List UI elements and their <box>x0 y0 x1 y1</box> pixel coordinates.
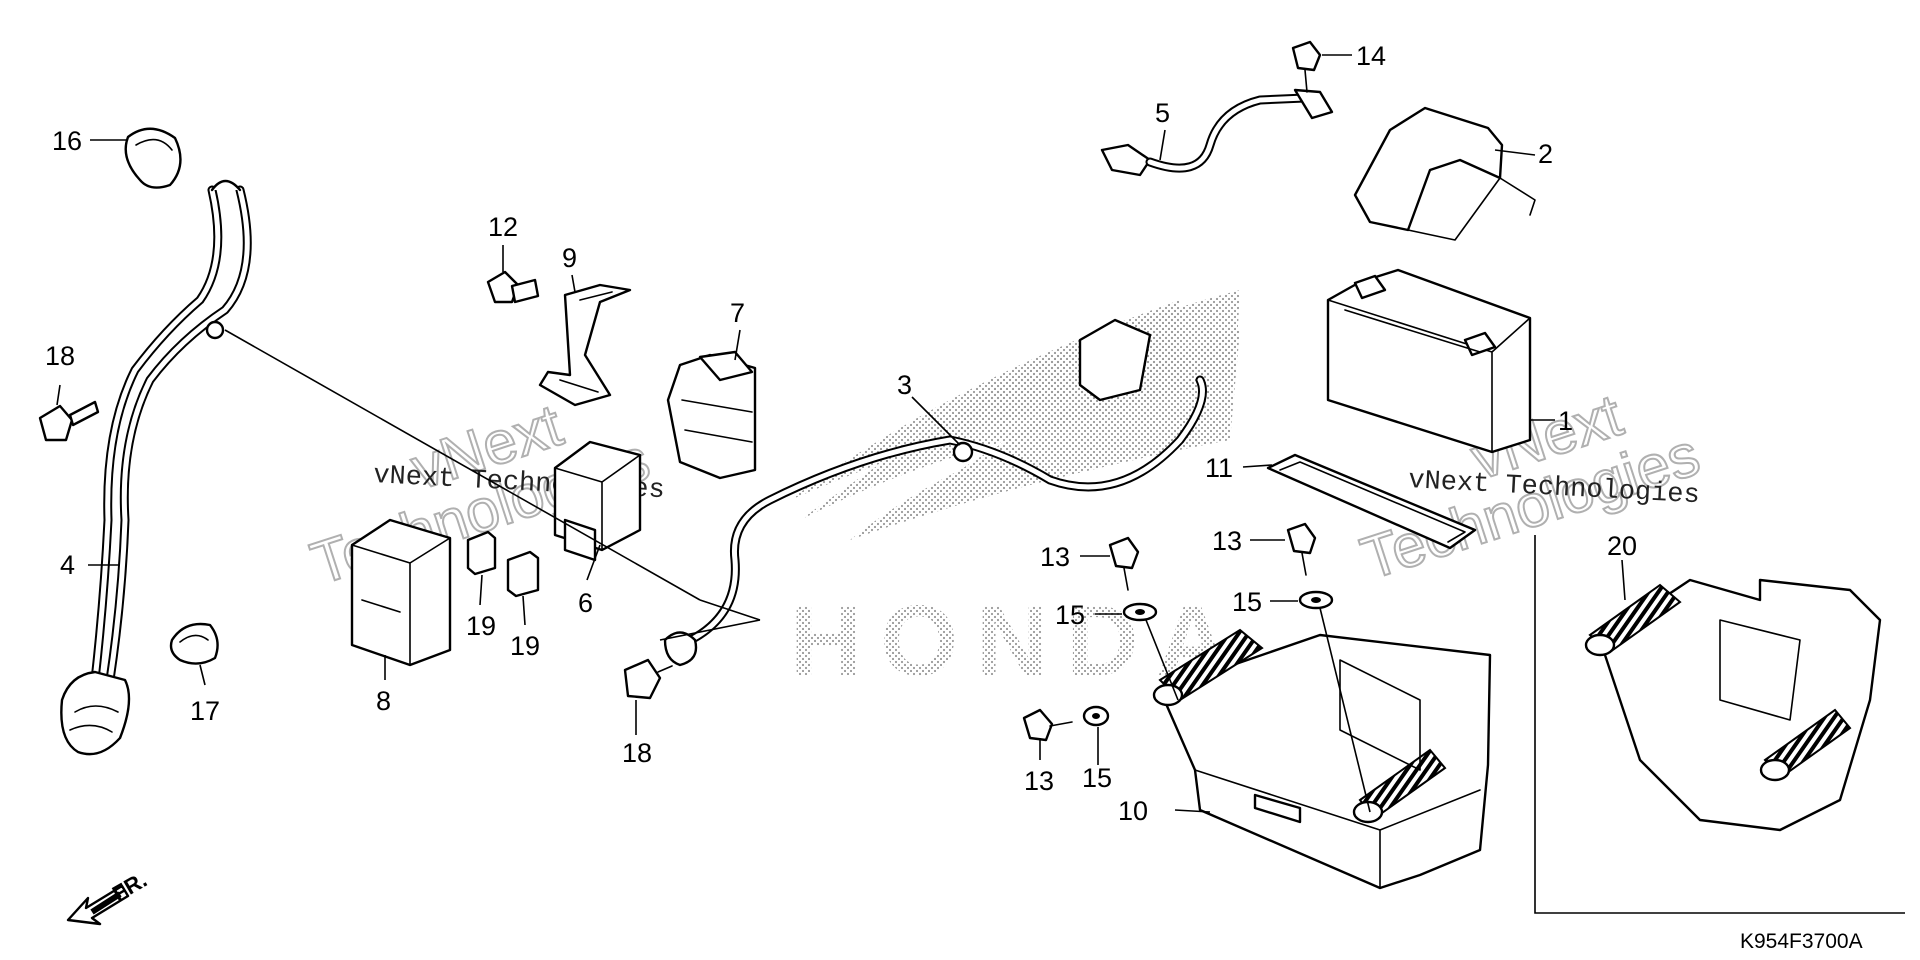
front-direction-arrow: FR. <box>66 867 151 926</box>
callout-1: 1 <box>1558 406 1573 436</box>
callout-18a: 18 <box>45 341 75 371</box>
part-19-fuse-a <box>466 530 497 576</box>
callout-2: 2 <box>1538 139 1553 169</box>
callout-8: 8 <box>376 686 391 716</box>
callout-15b: 15 <box>1232 587 1262 617</box>
part-7-cover <box>666 350 757 480</box>
part-15-washer-b <box>1298 590 1334 610</box>
callout-17: 17 <box>190 696 220 726</box>
part-15-washer-c <box>1082 705 1110 727</box>
part-13-bolt-b <box>1286 522 1317 576</box>
part-18-bolt-left <box>38 400 100 442</box>
part-13-bolt-a <box>1108 536 1140 591</box>
part-14-bolt <box>1291 40 1322 93</box>
callout-20: 20 <box>1607 531 1637 561</box>
part-9-bracket <box>538 283 632 407</box>
part-20-box <box>1584 578 1882 832</box>
part-5-cable <box>1100 88 1334 177</box>
part-17-clip <box>169 622 219 665</box>
part-18-bolt-lower <box>623 658 673 700</box>
callouts: 1 2 3 4 5 6 7 8 9 10 11 12 13 13 13 14 1… <box>45 41 1637 826</box>
callout-12: 12 <box>488 212 518 242</box>
callout-5: 5 <box>1155 98 1170 128</box>
part-3-cable <box>663 318 1207 667</box>
callout-14: 14 <box>1356 41 1386 71</box>
part-code: K954F3700A <box>1740 930 1863 953</box>
callout-9: 9 <box>562 243 577 273</box>
part-16-clamp <box>124 127 182 189</box>
inset-frame <box>1534 535 1905 914</box>
callout-18b: 18 <box>622 738 652 768</box>
honda-wing-watermark: HONDA <box>790 290 1247 697</box>
callout-13a: 13 <box>1040 542 1070 572</box>
part-11-pad <box>1266 453 1477 550</box>
callout-15c: 15 <box>1082 763 1112 793</box>
leader-lines <box>56 54 1626 813</box>
part-19-fuse-b <box>506 550 540 598</box>
part-8-fuse-box <box>350 518 452 667</box>
callout-7: 7 <box>730 298 745 328</box>
callout-6: 6 <box>578 588 593 618</box>
part-10-battery-box <box>1152 628 1492 890</box>
callout-15a: 15 <box>1055 600 1085 630</box>
part-4-harness <box>60 179 252 756</box>
callout-13b: 13 <box>1212 526 1242 556</box>
part-15-washer-a <box>1122 602 1158 622</box>
part-2-strap <box>1353 106 1536 241</box>
callout-16: 16 <box>52 126 82 156</box>
part-12-bolt <box>486 270 540 304</box>
callout-13c: 13 <box>1024 766 1054 796</box>
callout-3: 3 <box>897 370 912 400</box>
callout-19b: 19 <box>510 631 540 661</box>
honda-wordmark: HONDA <box>790 585 1247 697</box>
part-13-bolt-c <box>1022 708 1073 742</box>
callout-10: 10 <box>1118 796 1148 826</box>
callout-11: 11 <box>1205 453 1233 483</box>
part-1-battery <box>1326 268 1532 454</box>
callout-4: 4 <box>60 550 75 580</box>
callout-19a: 19 <box>466 611 496 641</box>
